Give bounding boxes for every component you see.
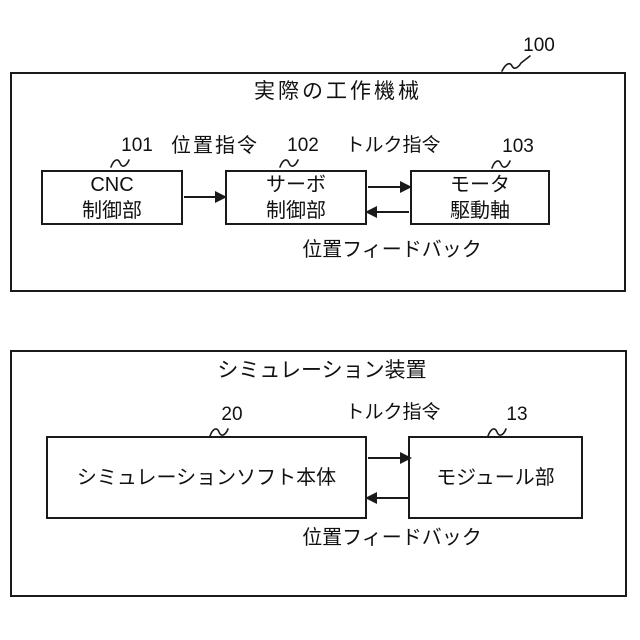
simulation-title: シミュレーション装置 [217,359,427,382]
position-feedback-label-sim: 位置フィードバック [302,527,482,549]
position-command-label: 位置指令 [171,135,259,157]
squiggle-leader-20 [209,426,229,438]
cnc-control-block: CNC 制御部 [41,170,183,225]
ref-label-20: 20 [221,404,243,425]
squiggle-leader-102 [279,157,299,169]
machine-title: 実際の工作機械 [254,80,422,103]
ref-label-13: 13 [506,404,528,425]
ref-label-101: 101 [121,135,153,156]
torque-command-label-machine: トルク指令 [345,135,441,156]
motor-drive-axis-block: モータ 駆動軸 [410,170,550,225]
squiggle-leader-103 [491,158,511,170]
ref-label-102: 102 [287,135,319,156]
squiggle-leader-101 [110,157,130,169]
arrow-position-feedback-machine [365,206,409,218]
simulation-software-block: シミュレーションソフト本体 [46,436,367,519]
arrow-torque-command-sim [368,452,412,464]
servo-control-block: サーボ 制御部 [225,170,367,225]
squiggle-leader-13 [487,426,507,438]
ref-label-103: 103 [502,136,534,157]
arrow-torque-command-machine [368,181,412,193]
arrow-position-command [184,191,227,203]
arrow-position-feedback-sim [365,492,409,504]
ref-label-100: 100 [523,35,555,56]
module-unit-block: モジュール部 [408,436,583,519]
position-feedback-label-machine: 位置フィードバック [302,239,482,261]
torque-command-label-sim: トルク指令 [345,402,441,423]
squiggle-leader-100 [501,55,531,73]
